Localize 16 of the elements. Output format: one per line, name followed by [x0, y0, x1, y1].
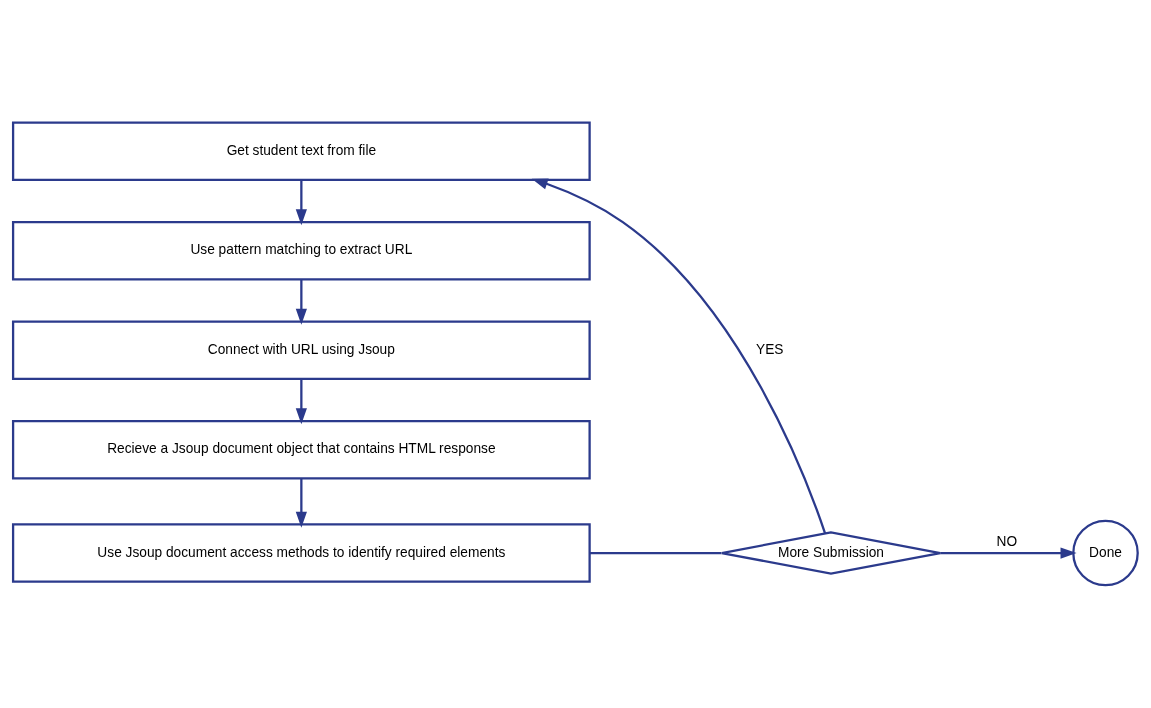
node-box: Use pattern matching to extract URL [11, 220, 591, 281]
arrow [940, 547, 1077, 559]
node-box: Use Jsoup document access methods to identify required elements [11, 523, 591, 583]
arrow [295, 478, 307, 528]
arrow [531, 178, 827, 534]
edge-label: YES [756, 341, 784, 357]
edge-label: NO [996, 533, 1018, 549]
node-box: Connect with URL using Jsoup [11, 320, 591, 380]
connector [589, 551, 722, 555]
arrow [295, 279, 307, 325]
node-diamond: More Submission [720, 531, 942, 575]
node-box: Get student text from file [11, 121, 591, 181]
arrow [295, 179, 307, 226]
node-circle: Done [1072, 519, 1139, 587]
node-box: Recieve a Jsoup document object that contains HTML response [11, 420, 591, 480]
arrow [295, 378, 307, 425]
